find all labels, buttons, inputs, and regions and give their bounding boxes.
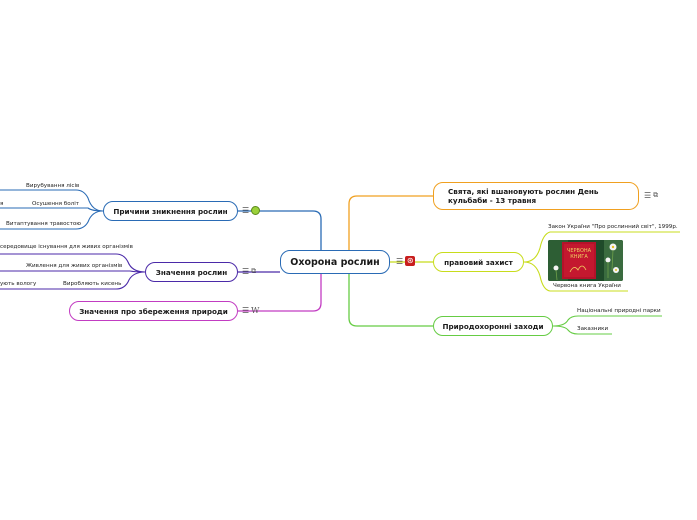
- leaf-trampling[interactable]: Витаптування травостою: [6, 221, 81, 228]
- link-icon[interactable]: ⧉: [251, 267, 256, 276]
- branch-causes-icons: ☰: [242, 206, 260, 215]
- branch-measures-label: Природохоронні заходи: [442, 322, 543, 331]
- menu-icon[interactable]: ☰: [242, 206, 249, 215]
- leaf-cut-text[interactable]: я: [0, 201, 3, 208]
- branch-legal-label: правовий захист: [444, 258, 513, 267]
- link-icon[interactable]: ⧉: [653, 191, 658, 200]
- red-circle-badge-icon: ⊛: [405, 256, 415, 266]
- branch-legal[interactable]: правовий захист: [433, 252, 524, 272]
- branch-preserve[interactable]: Значення про збереження природи: [69, 301, 238, 321]
- branch-measures[interactable]: Природохоронні заходи: [433, 316, 553, 336]
- branch-meaning-label: Значення рослин: [156, 268, 227, 277]
- central-topic-label: Охорона рослин: [290, 257, 379, 268]
- leaf-swamp-drainage[interactable]: Осушення боліт: [32, 201, 79, 208]
- branch-holidays-label: Свята, які вшановують рослин День кульба…: [448, 187, 618, 205]
- leaf-law[interactable]: Закон України "Про рослинний світ", 1999…: [548, 224, 678, 231]
- branch-meaning-icons: ☰ ⧉: [242, 267, 256, 276]
- branch-holidays-icons: ☰ ⧉: [644, 191, 658, 200]
- leaf-oxygen[interactable]: Виробляють кисень: [63, 281, 121, 288]
- branch-causes[interactable]: Причини зникнення рослин: [103, 201, 238, 221]
- branch-preserve-icons: ☰ W: [242, 306, 259, 315]
- leaf-moisture[interactable]: ують вологу: [0, 281, 36, 288]
- leaf-reserves[interactable]: Заказники: [577, 326, 608, 333]
- leaf-food[interactable]: Живлення для живих організмів: [26, 263, 122, 270]
- menu-icon[interactable]: ☰: [396, 257, 403, 266]
- leaf-red-book[interactable]: Червона книга України: [553, 283, 621, 290]
- branch-causes-label: Причини зникнення рослин: [113, 207, 227, 216]
- connector-measures: [349, 272, 433, 326]
- menu-icon[interactable]: ☰: [242, 267, 249, 276]
- wikipedia-icon[interactable]: W: [251, 306, 259, 315]
- menu-icon[interactable]: ☰: [644, 191, 651, 200]
- menu-icon[interactable]: ☰: [242, 306, 249, 315]
- central-topic[interactable]: Охорона рослин: [280, 250, 390, 274]
- red-book-photo[interactable]: ЧЕРВОНА КНИГА: [548, 240, 623, 281]
- svg-text:КНИГА: КНИГА: [570, 254, 588, 260]
- leaf-national-parks[interactable]: Національні природні парки: [577, 308, 661, 315]
- branch-meaning[interactable]: Значення рослин: [145, 262, 238, 282]
- branch-holidays[interactable]: Свята, які вшановують рослин День кульба…: [433, 182, 639, 210]
- red-book-image: ЧЕРВОНА КНИГА: [548, 240, 623, 281]
- branch-preserve-label: Значення про збереження природи: [79, 307, 228, 316]
- leaf-deforestation[interactable]: Вирубування лісів: [26, 183, 79, 190]
- central-icons: ☰ ⊛: [396, 256, 415, 266]
- apple-icon: [251, 206, 260, 215]
- leaf-habitat[interactable]: середовище існування для живих організмі…: [0, 244, 133, 251]
